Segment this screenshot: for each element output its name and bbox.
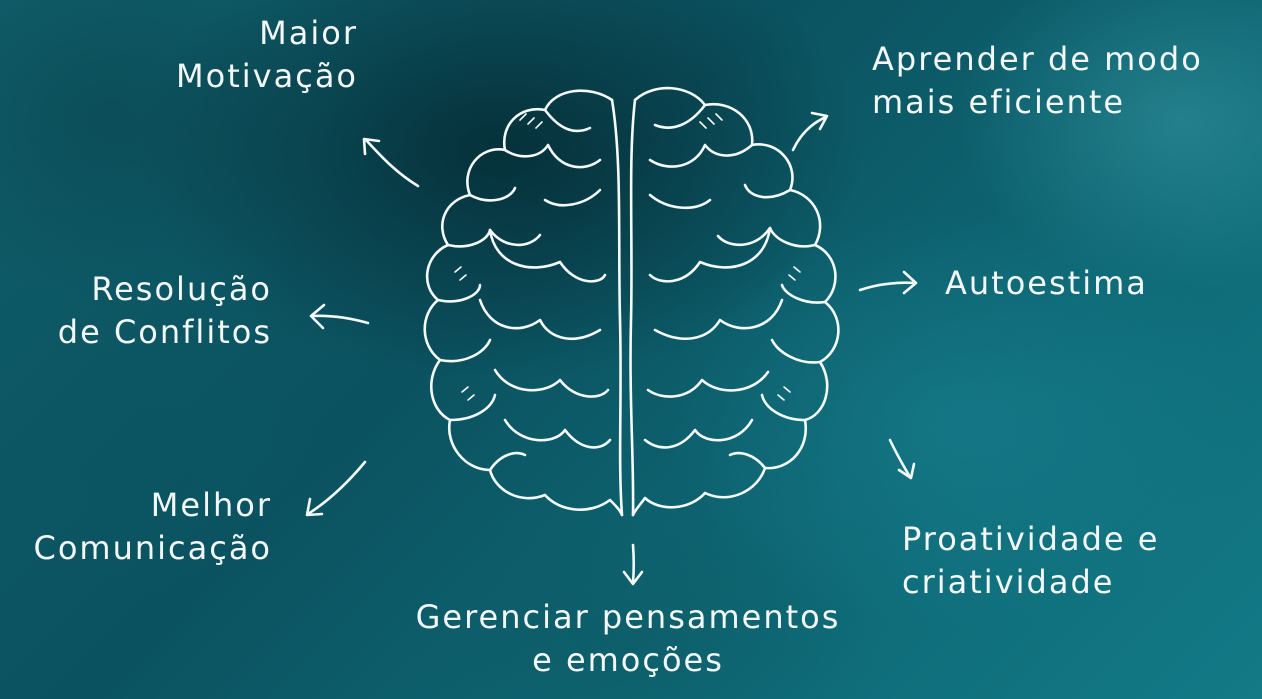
label-aprender: Aprender de modo mais eficiente <box>872 38 1203 124</box>
label-line: Motivação <box>176 57 358 96</box>
brain-fissure-left <box>610 98 624 517</box>
arrow-autoestima-head <box>902 270 918 295</box>
brain-fold <box>493 368 610 398</box>
label-line: Autoestima <box>945 264 1148 302</box>
arrow-resolucao-head <box>309 303 326 330</box>
brain-fold <box>780 283 827 304</box>
brain-fold <box>503 418 612 449</box>
brain-fold <box>728 451 767 470</box>
brain-texture <box>699 113 723 129</box>
brain-fold <box>770 338 822 364</box>
label-gerenciar: Gerenciar pensamentos e emoções <box>398 596 858 682</box>
brain-left-hemisphere <box>423 89 624 517</box>
label-line: Comunicação <box>33 529 272 568</box>
brain-fold <box>468 186 517 202</box>
arrow-aprender-head <box>810 111 829 131</box>
arrow-proatividade <box>888 438 912 479</box>
arrow-motivacao <box>364 138 420 188</box>
brain-right-hemisphere <box>631 86 840 517</box>
brain-fold <box>488 451 527 472</box>
label-maior-motivacao: Maior Motivação <box>155 12 358 98</box>
label-line: Maior <box>259 14 358 52</box>
brain-fold <box>743 183 792 199</box>
label-line: de Conflitos <box>57 313 272 352</box>
arrow-gerenciar-head <box>622 570 644 586</box>
label-line: Proatividade e <box>902 520 1160 558</box>
brain-fold <box>543 188 602 207</box>
label-autoestima: Autoestima <box>945 262 1148 305</box>
label-line: Aprender de modo <box>872 40 1203 78</box>
label-line: mais eficiente <box>872 83 1126 122</box>
brain-texture <box>461 386 475 401</box>
brain-fold <box>438 338 492 363</box>
arrow-resolucao <box>310 314 370 325</box>
brain-fold <box>648 193 712 210</box>
brain-fold <box>653 298 784 340</box>
label-proatividade: Proatividade e criatividade <box>902 518 1159 604</box>
brain-fold <box>436 283 482 303</box>
brain-fissure-right <box>629 98 637 517</box>
brain-fold <box>488 228 607 283</box>
arrow-proatividade-head <box>897 462 916 480</box>
brain-fold <box>478 298 602 340</box>
brain-fold <box>503 143 602 169</box>
brain-fold <box>646 370 770 398</box>
brain-icon <box>423 86 840 517</box>
arrow-comunicacao <box>306 460 367 516</box>
brain-fold <box>760 393 807 422</box>
arrow-icon <box>305 111 918 586</box>
brain-fold <box>648 143 754 168</box>
label-resolucao: Resolução de Conflitos <box>28 268 272 354</box>
brain-texture <box>777 386 791 401</box>
brain-texture <box>788 266 801 281</box>
brain-texture <box>519 113 543 129</box>
arrow-motivacao-head <box>362 137 381 156</box>
brain-fold <box>653 103 707 129</box>
brain-texture <box>454 266 467 281</box>
label-line: Resolução <box>91 270 272 308</box>
arrow-aprender <box>791 115 828 152</box>
label-line: e emoções <box>532 641 724 680</box>
arrow-gerenciar <box>631 543 636 585</box>
label-line: Gerenciar pensamentos <box>415 598 841 636</box>
label-line: criatividade <box>902 563 1115 602</box>
brain-fold <box>643 418 754 449</box>
label-comunicacao: Melhor Comunicação <box>30 484 272 570</box>
brain-fold <box>543 108 592 133</box>
brain-fold <box>648 226 772 283</box>
brain-fold <box>448 393 497 422</box>
arrow-autoestima <box>858 281 917 292</box>
arrow-comunicacao-head <box>305 497 324 517</box>
label-line: Melhor <box>150 486 272 524</box>
